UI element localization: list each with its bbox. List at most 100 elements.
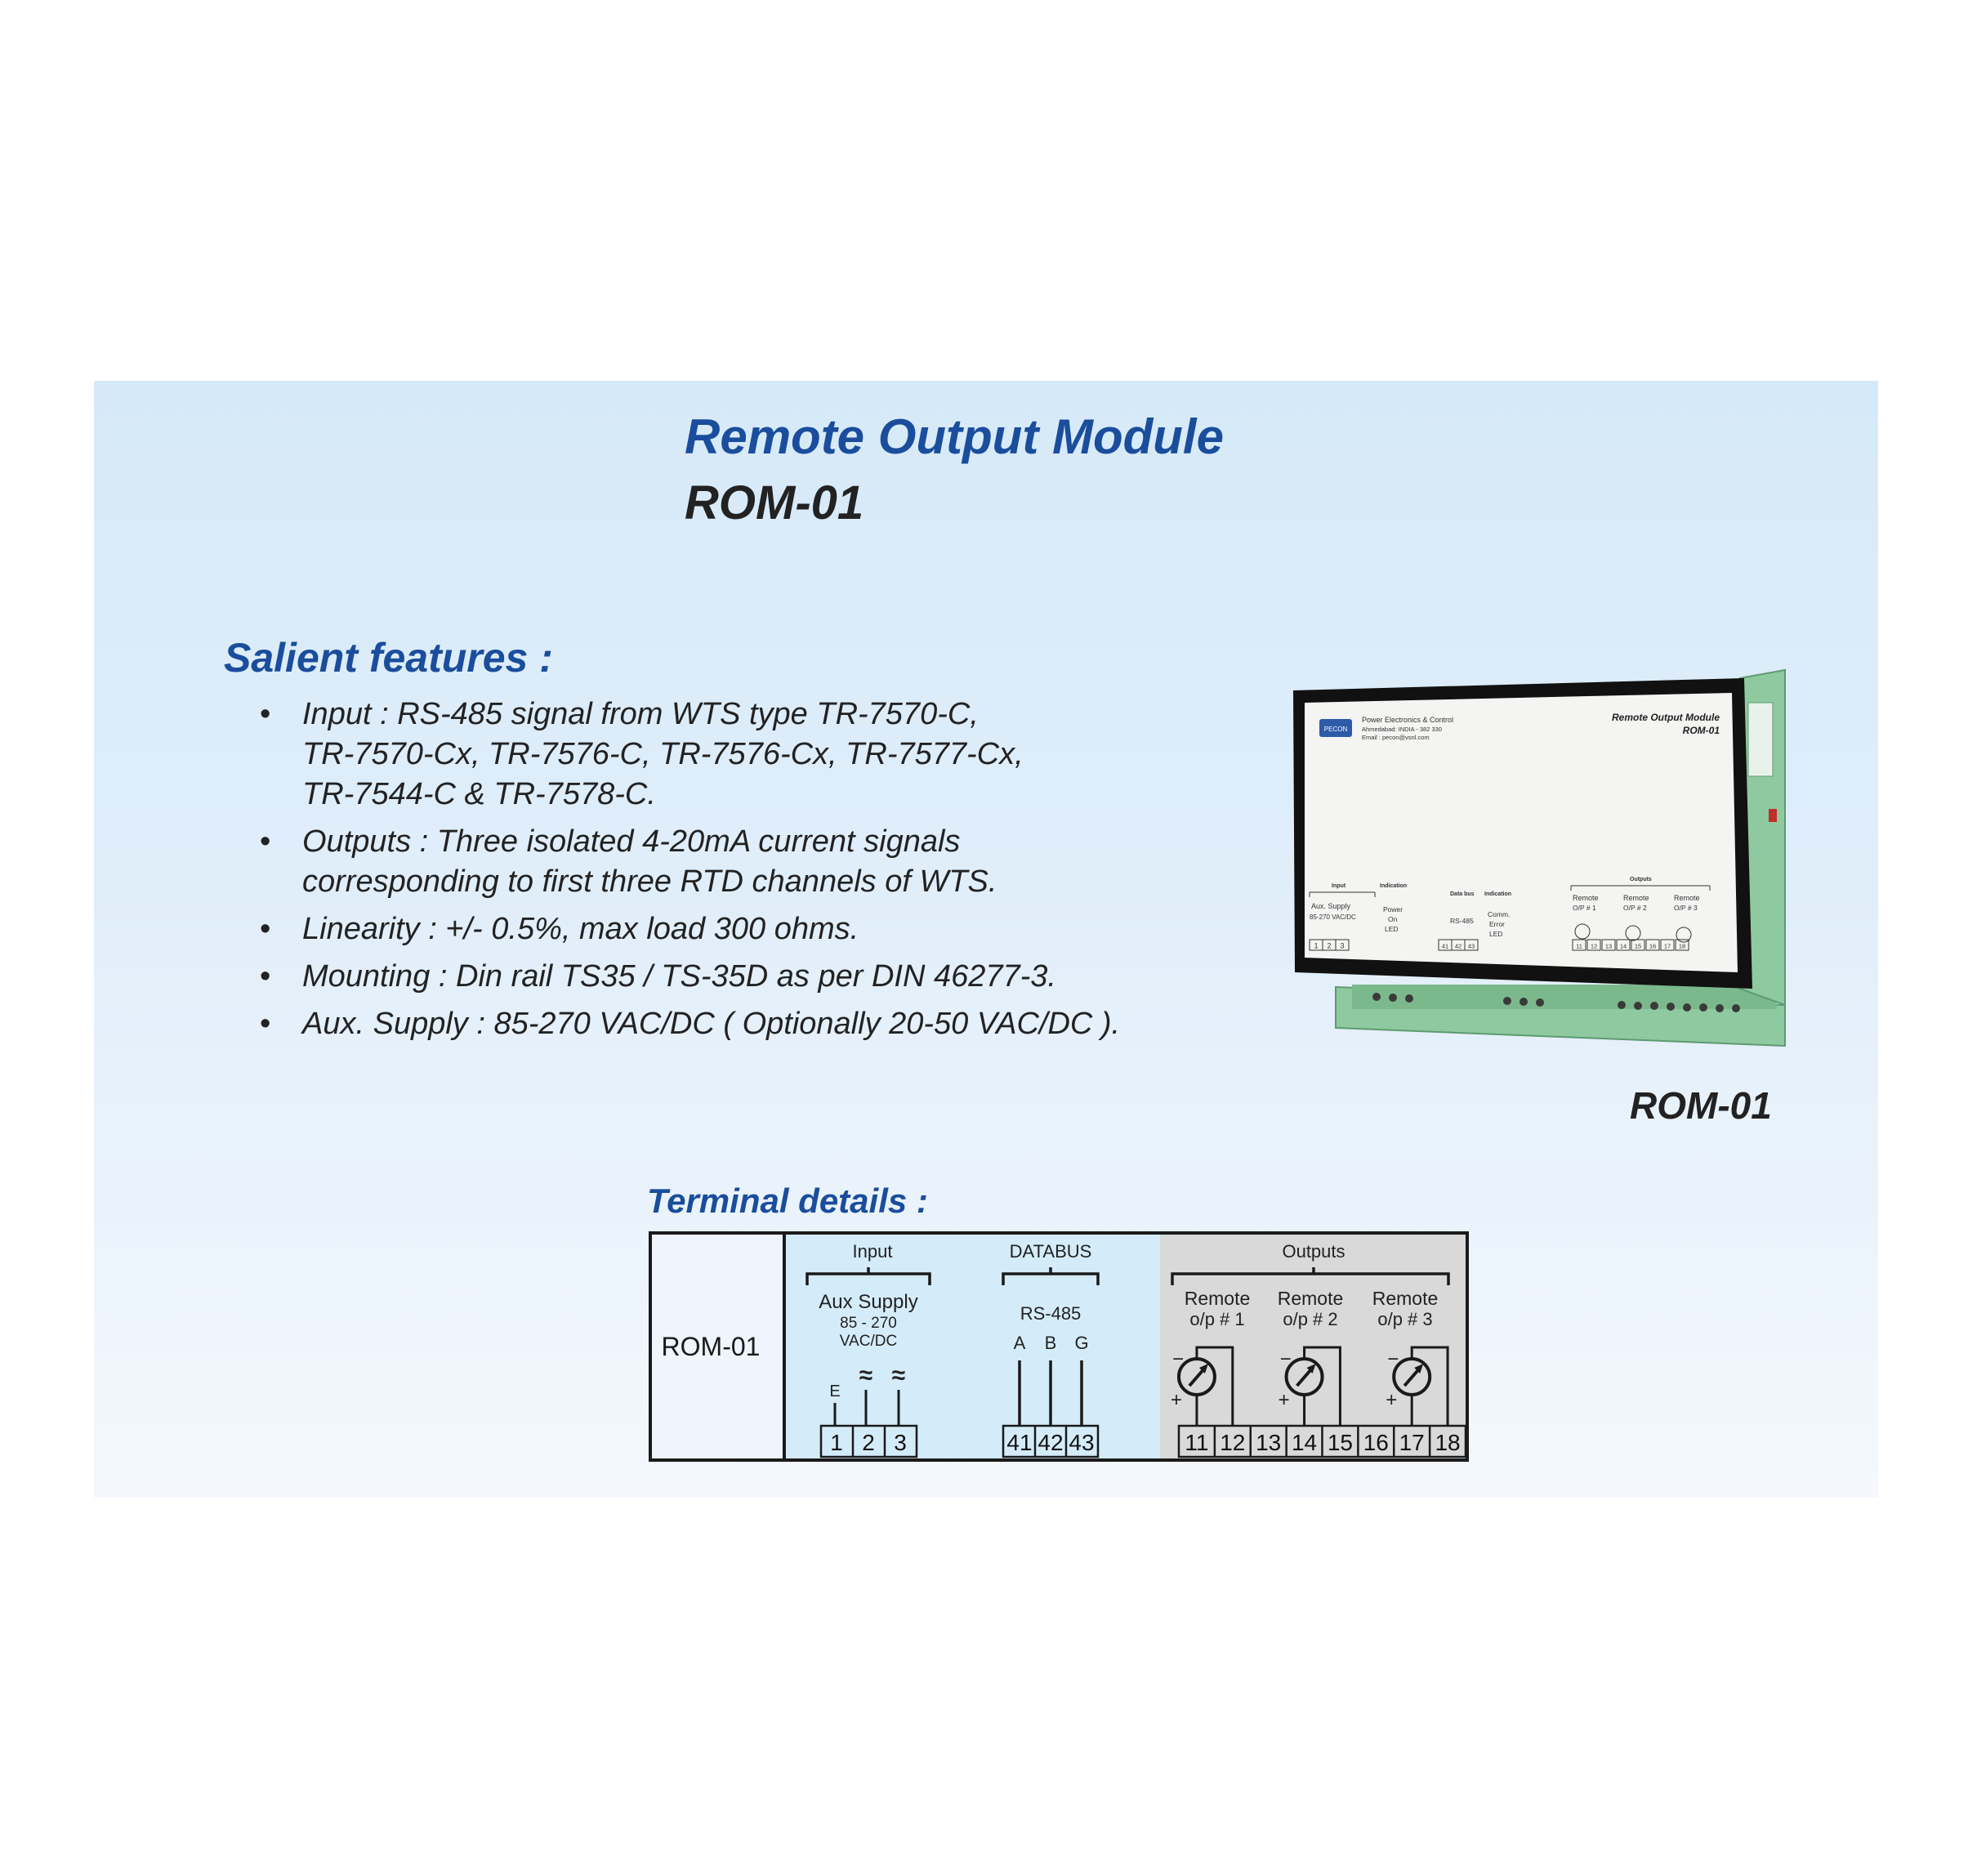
databus-pin-label: A [1014, 1333, 1026, 1353]
feature-line: Mounting : Din rail TS35 / TS-35D as per… [302, 959, 1056, 994]
ac-symbol: ≈ [892, 1362, 905, 1389]
ac-symbol: ≈ [859, 1362, 872, 1389]
device-terminal-number: 17 [1664, 943, 1671, 950]
terminal-number: 11 [1185, 1430, 1208, 1455]
databus-pin-label: B [1045, 1333, 1057, 1353]
device-terminal-number: 2 [1327, 942, 1331, 950]
device-company: Power Electronics & Control [1362, 716, 1453, 724]
device-aux-range: 85-270 VAC/DC [1310, 913, 1356, 921]
device-op2: O/P # 2 [1623, 904, 1647, 912]
terminal-number: 1 [830, 1430, 843, 1455]
terminal-number: 3 [894, 1430, 907, 1455]
output-2-label: o/p # 2 [1283, 1309, 1337, 1329]
plus-sign: + [1171, 1389, 1182, 1411]
minus-sign: − [1387, 1348, 1399, 1370]
product-photo: PECON Power Electronics & Control Ahmeda… [1293, 668, 1786, 1047]
device-indication-text: Indication [1380, 883, 1407, 889]
device-remote-text-3: Remote [1674, 894, 1700, 902]
databus-pin-label: G [1074, 1333, 1088, 1353]
databus-group-label: DATABUS [1010, 1241, 1092, 1262]
device-terminal-number: 1 [1314, 942, 1318, 950]
features-heading: Salient features : [224, 635, 553, 681]
earth-label: E [829, 1382, 840, 1400]
features-list: Input : RS-485 signal from WTS type TR-7… [260, 695, 1240, 1052]
device-email: Email : pecon@vsnl.com [1362, 734, 1430, 741]
device-databus-text: Data bus [1450, 891, 1475, 897]
device-terminal-number: 11 [1576, 943, 1582, 950]
feature-line: Linearity : +/- 0.5%, max load 300 ohms. [302, 912, 859, 946]
minus-sign: − [1280, 1348, 1292, 1370]
remote-label: Remote [1278, 1288, 1344, 1309]
feature-line: corresponding to first three RTD channel… [302, 864, 997, 899]
terminal-number: 42 [1038, 1430, 1063, 1455]
device-terminal-number: 18 [1679, 943, 1685, 950]
device-terminal-number: 42 [1455, 943, 1461, 950]
feature-line: TR-7570-Cx, TR-7576-C, TR-7576-Cx, TR-75… [302, 737, 1024, 771]
device-outputs-text: Outputs [1630, 877, 1652, 882]
terminal-number: 2 [862, 1430, 875, 1455]
feature-item: Aux. Supply : 85-270 VAC/DC ( Optionally… [260, 1004, 1240, 1044]
device-terminal-number: 41 [1442, 943, 1448, 950]
device-op1: O/P # 1 [1573, 904, 1596, 912]
rs485-label: RS-485 [1020, 1303, 1082, 1324]
terminal-number: 14 [1292, 1430, 1317, 1455]
feature-line: TR-7544-C & TR-7578-C. [302, 777, 656, 811]
device-terminal-number: 15 [1635, 943, 1641, 950]
device-label-model: ROM-01 [1683, 725, 1720, 736]
aux-range-label: 85 - 270 [840, 1315, 897, 1332]
feature-item: Mounting : Din rail TS35 / TS-35D as per… [260, 957, 1240, 997]
device-rs485-text: RS-485 [1450, 917, 1474, 925]
plus-sign: + [1386, 1389, 1397, 1411]
feature-line: Input : RS-485 signal from WTS type TR-7… [302, 697, 979, 731]
device-comm-text: Comm. [1488, 910, 1510, 918]
terminal-number: 12 [1220, 1430, 1245, 1455]
input-group-label: Input [853, 1241, 893, 1262]
device-address: Ahmedabad: INDIA - 382 330 [1362, 726, 1442, 733]
device-led-text: LED [1385, 925, 1399, 933]
terminal-diagram: ROM-01 Input Aux Supply 85 - 270 VAC/DC … [649, 1231, 1469, 1462]
device-error-text: Error [1489, 920, 1505, 928]
databus-section-bg [784, 1233, 1160, 1460]
terminal-number: 16 [1363, 1430, 1389, 1455]
device-op3: O/P # 3 [1674, 904, 1698, 912]
device-terminal-number: 13 [1605, 943, 1612, 950]
terminal-number: 18 [1435, 1430, 1460, 1455]
model-subtitle: ROM-01 [685, 476, 864, 529]
device-remote-text-1: Remote [1573, 894, 1599, 902]
outputs-group-label: Outputs [1282, 1241, 1345, 1262]
device-terminal-number: 43 [1468, 943, 1475, 950]
device-terminal-number: 16 [1649, 943, 1656, 950]
photo-caption: ROM-01 [1630, 1084, 1772, 1127]
minus-sign: − [1172, 1348, 1184, 1370]
aux-unit-label: VAC/DC [840, 1333, 897, 1350]
device-terminal-number: 14 [1620, 943, 1627, 950]
device-input-text: Input [1332, 883, 1346, 889]
terminal-table-border [649, 1231, 1469, 1462]
terminal-number: 43 [1069, 1430, 1094, 1455]
terminal-number: 17 [1399, 1430, 1425, 1455]
device-terminal-number: 12 [1591, 943, 1597, 950]
terminal-number: 15 [1328, 1430, 1353, 1455]
terminal-heading: Terminal details : [647, 1181, 928, 1220]
feature-item: Linearity : +/- 0.5%, max load 300 ohms. [260, 909, 1240, 949]
plus-sign: + [1279, 1389, 1290, 1411]
output-3-label: o/p # 3 [1377, 1309, 1432, 1329]
terminal-number: 41 [1006, 1430, 1032, 1455]
device-indication-text-2: Indication [1484, 891, 1511, 897]
model-cell [650, 1233, 784, 1460]
aux-supply-label: Aux Supply [819, 1291, 917, 1313]
device-led-text-2: LED [1489, 930, 1503, 938]
device-on-text: On [1388, 915, 1398, 923]
output-1-label: o/p # 1 [1189, 1309, 1244, 1329]
remote-label: Remote [1372, 1288, 1439, 1309]
page-title: Remote Output Module [685, 409, 1224, 464]
feature-item: Outputs : Three isolated 4-20mA current … [260, 822, 1240, 902]
output-meters: − + − + − + [1171, 1346, 1449, 1426]
device-aux-text: Aux. Supply [1311, 902, 1351, 910]
feature-item: Input : RS-485 signal from WTS type TR-7… [260, 695, 1240, 815]
feature-line: Aux. Supply : 85-270 VAC/DC ( Optionally… [302, 1007, 1121, 1041]
device-label-title: Remote Output Module [1612, 712, 1720, 723]
feature-line: Outputs : Three isolated 4-20mA current … [302, 824, 961, 859]
remote-label: Remote [1185, 1288, 1251, 1309]
